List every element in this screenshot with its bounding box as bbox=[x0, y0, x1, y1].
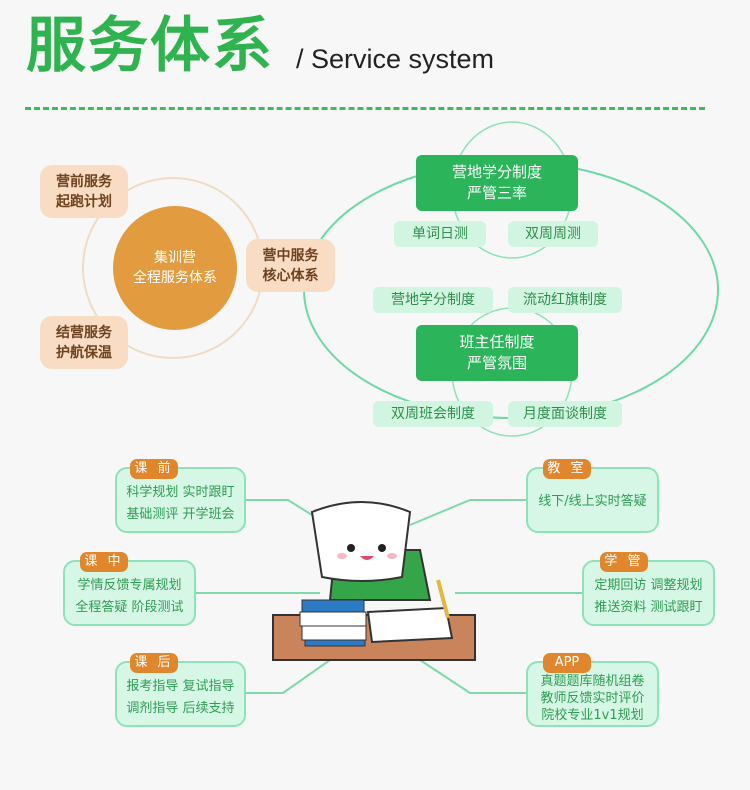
tag-after-class: 课 后 bbox=[130, 653, 178, 673]
head-teacher-line1: 班主任制度 bbox=[459, 333, 535, 351]
card-line: 线下/线上实时答疑 bbox=[538, 494, 647, 509]
dashed-divider bbox=[25, 107, 705, 110]
mid-camp-line2: 核心体系 bbox=[262, 267, 319, 284]
credit-line1: 营地学分制度 bbox=[451, 163, 542, 181]
camp-core-line1: 集训营 bbox=[154, 250, 196, 266]
credit-system-box: 营地学分制度严管三率 bbox=[416, 155, 578, 211]
page-subtitle: / Service system bbox=[296, 44, 495, 74]
tag-in-class: 课 中 bbox=[80, 552, 128, 572]
pre-camp-line1: 营前服务 bbox=[56, 173, 112, 190]
head-teacher-box: 班主任制度严管氛围 bbox=[416, 325, 578, 381]
camp-core-circle: 集训营 全程服务体系 bbox=[113, 206, 237, 330]
card-line: 推送资料 测试跟盯 bbox=[594, 600, 703, 615]
monthly-talk-item: 月度面谈制度 bbox=[508, 401, 622, 427]
camp-credit-item: 营地学分制度 bbox=[373, 287, 493, 313]
biweekly-test: 双周周测 bbox=[508, 221, 598, 247]
post-camp-service: 结营服务护航保温 bbox=[40, 316, 128, 369]
daily-word-test: 单词日测 bbox=[394, 221, 486, 247]
tag-classroom: 教 室 bbox=[543, 459, 591, 479]
camp-core-line2: 全程服务体系 bbox=[133, 270, 217, 286]
card-line: 报考指导 复试指导 bbox=[126, 679, 235, 694]
card-line: 全程答疑 阶段测试 bbox=[75, 600, 184, 615]
student-illustration bbox=[272, 501, 476, 661]
pre-camp-line2: 起跑计划 bbox=[56, 193, 112, 210]
tag-management: 学 管 bbox=[600, 552, 648, 572]
mid-camp-line1: 营中服务 bbox=[262, 247, 319, 264]
card-line: 教师反馈实时评价 bbox=[540, 690, 645, 706]
tag-app: APP bbox=[543, 653, 591, 673]
tag-before-class: 课 前 bbox=[130, 459, 178, 479]
card-line: 调剂指导 后续支持 bbox=[126, 701, 235, 716]
post-camp-line2: 护航保温 bbox=[56, 344, 112, 361]
credit-line2: 严管三率 bbox=[466, 184, 527, 202]
card-line: 科学规划 实时跟盯 bbox=[126, 485, 235, 500]
page-title: 服务体系 bbox=[26, 11, 274, 81]
card-line: 真题题库随机组卷 bbox=[540, 673, 645, 689]
mid-camp-service: 营中服务核心体系 bbox=[246, 239, 335, 292]
card-line: 院校专业1v1规划 bbox=[541, 707, 644, 723]
card-in-class: 学情反馈专属规划全程答疑 阶段测试 bbox=[63, 560, 196, 626]
head-teacher-line2: 严管氛围 bbox=[466, 354, 527, 372]
post-camp-line1: 结营服务 bbox=[56, 324, 112, 341]
card-line: 基础测评 开学班会 bbox=[126, 507, 235, 522]
class-meeting-item: 双周班会制度 bbox=[373, 401, 493, 427]
pre-camp-service: 营前服务起跑计划 bbox=[40, 165, 128, 218]
red-flag-item: 流动红旗制度 bbox=[508, 287, 622, 313]
card-line: 学情反馈专属规划 bbox=[77, 578, 182, 593]
card-line: 定期回访 调整规划 bbox=[594, 578, 703, 593]
card-before-class: 科学规划 实时跟盯基础测评 开学班会 bbox=[115, 467, 246, 533]
